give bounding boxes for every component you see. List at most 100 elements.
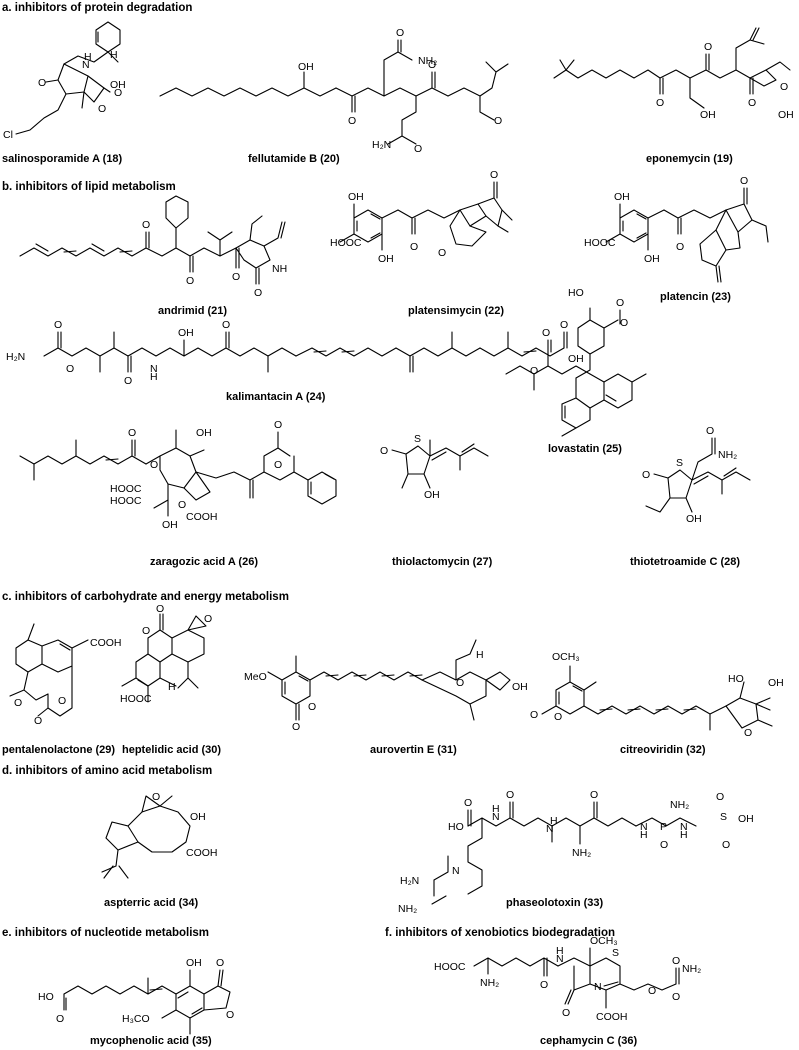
atom-label: O xyxy=(152,791,160,803)
atom-label: H xyxy=(110,49,118,61)
atom-label: S xyxy=(414,433,421,445)
atom-label: O xyxy=(348,115,356,127)
section-f-header: f. inhibitors of xenobiotics biodegradat… xyxy=(385,927,615,939)
atom-label: O xyxy=(308,701,316,713)
atom-labels: O N H H O OH O Cl OH O O NH₂ O O H₂N O O… xyxy=(3,27,794,1025)
atom-label: NH₂ xyxy=(718,449,737,461)
atom-label: O xyxy=(542,327,550,339)
atom-label: HOOC xyxy=(110,483,142,495)
atom-label: H xyxy=(168,681,176,693)
section-d-header: d. inhibitors of amino acid metabolism xyxy=(2,765,212,777)
atom-label: OH xyxy=(378,253,394,265)
caption-cephamycin-c: cephamycin C (36) xyxy=(540,1035,638,1047)
atom-label: O xyxy=(128,427,136,439)
structure-thiotetroamide-c xyxy=(645,437,751,513)
atom-label: NH₂ xyxy=(682,963,701,975)
atom-label: HOOC xyxy=(584,237,616,249)
atom-label: OH xyxy=(190,811,206,823)
atom-label: O xyxy=(438,247,446,259)
atom-label: HO xyxy=(448,821,464,833)
atom-label: HO xyxy=(38,991,54,1003)
atom-label: P xyxy=(660,821,667,833)
atom-label: O xyxy=(656,97,664,109)
caption-platencin: platencin (23) xyxy=(660,291,731,303)
atom-label: O xyxy=(494,115,502,127)
caption-thiolactomycin: thiolactomycin (27) xyxy=(392,556,493,568)
atom-label: N xyxy=(546,823,554,835)
atom-label: O xyxy=(156,603,164,615)
atom-label: N xyxy=(594,981,602,993)
structure-lovastatin xyxy=(505,307,647,437)
atom-label: O xyxy=(562,1007,570,1019)
atom-label: O xyxy=(590,789,598,801)
atom-label: COOH xyxy=(186,847,218,859)
atom-label: H₂N xyxy=(6,351,25,363)
atom-label: H xyxy=(550,815,558,827)
structure-salinosporamide-a xyxy=(15,21,121,135)
atom-label: O xyxy=(114,87,122,99)
atom-label: N xyxy=(640,821,648,833)
caption-heptelidic-acid: heptelidic acid (30) xyxy=(122,744,221,756)
atom-label: O xyxy=(648,985,656,997)
atom-label: O xyxy=(292,721,300,733)
atom-label: N xyxy=(150,363,158,375)
atom-label: N xyxy=(82,59,90,71)
caption-kalimantacin-a: kalimantacin A (24) xyxy=(226,391,326,403)
atom-label: O xyxy=(58,695,66,707)
atom-label: H xyxy=(640,829,648,841)
atom-label: OH xyxy=(178,327,194,339)
structure-eponemycin xyxy=(553,27,791,109)
atom-label: O xyxy=(740,175,748,187)
atom-label: OH xyxy=(700,109,716,121)
atom-label: O xyxy=(672,991,680,1003)
atom-label: O xyxy=(186,275,194,287)
atom-label: O xyxy=(396,27,404,39)
structure-kalimantacin-a xyxy=(43,331,568,373)
atom-label: N xyxy=(452,865,460,877)
atom-label: O xyxy=(456,677,464,689)
atom-label: O xyxy=(704,41,712,53)
atom-label: OH xyxy=(568,353,584,365)
atom-label: O xyxy=(780,81,788,93)
atom-label: H xyxy=(680,829,688,841)
atom-label: H₃CO xyxy=(122,1013,150,1025)
atom-label: HOOC xyxy=(434,961,466,973)
structure-pentalenolactone xyxy=(9,623,89,717)
atom-label: O xyxy=(414,143,422,155)
atom-label: OH xyxy=(110,79,126,91)
section-b-header: b. inhibitors of lipid metabolism xyxy=(2,181,176,193)
structure-phaseolotoxin xyxy=(431,801,697,905)
structure-aurovertin-e xyxy=(267,639,511,721)
caption-platensimycin: platensimycin (22) xyxy=(408,305,504,317)
atom-label: O xyxy=(464,797,472,809)
atom-label: H₂N xyxy=(400,875,419,887)
caption-salinosporamide-a: salinosporamide A (18) xyxy=(2,153,123,165)
atom-label: MeO xyxy=(244,671,267,683)
atom-label: S xyxy=(676,457,683,469)
caption-aurovertin-e: aurovertin E (31) xyxy=(370,744,457,756)
atom-label: S xyxy=(612,947,619,959)
structure-fellutamide-b xyxy=(159,39,509,145)
atom-label: COOH xyxy=(186,511,218,523)
atom-label: O xyxy=(560,319,568,331)
atom-label: H xyxy=(150,371,158,383)
atom-label: OH xyxy=(768,677,784,689)
atom-label: OH xyxy=(614,191,630,203)
atom-label: O xyxy=(216,957,224,969)
atom-label: OH xyxy=(196,427,212,439)
section-a-header: a. inhibitors of protein degradation xyxy=(2,2,192,14)
atom-label: OH xyxy=(644,253,660,265)
structure-heptelidic-acid xyxy=(121,613,207,703)
atom-label: OH xyxy=(686,513,702,525)
atom-label: H xyxy=(84,51,92,63)
atom-label: N xyxy=(556,953,564,965)
atom-label: O xyxy=(38,77,46,89)
atom-label: O xyxy=(490,169,498,181)
section-e-header: e. inhibitors of nucleotide metabolism xyxy=(2,927,209,939)
atom-label: N xyxy=(492,811,500,823)
atom-label: O xyxy=(66,363,74,375)
atom-label: H xyxy=(492,803,500,815)
atom-label: O xyxy=(274,419,282,431)
atom-label: HOOC xyxy=(120,693,152,705)
